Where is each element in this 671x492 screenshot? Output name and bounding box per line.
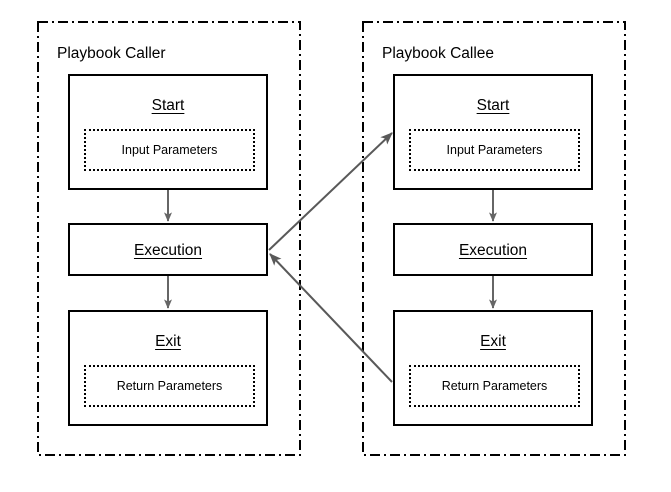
param-label-callee-input: Input Parameters (446, 142, 543, 157)
node-callee-start[interactable]: Start Input Parameters (393, 74, 593, 190)
node-caller-start[interactable]: Start Input Parameters (68, 74, 268, 190)
panel-callee-label: Playbook Callee (382, 45, 495, 62)
node-caller-exit[interactable]: Exit Return Parameters (68, 310, 268, 426)
node-callee-execution-title: Execution (458, 242, 528, 259)
param-box-callee-return: Return Parameters (409, 365, 580, 407)
node-caller-execution-title: Execution (133, 242, 203, 259)
node-callee-start-title: Start (476, 97, 510, 114)
panel-caller-label: Playbook Caller (57, 45, 166, 62)
node-caller-start-title: Start (151, 97, 185, 114)
param-label-caller-input: Input Parameters (121, 142, 218, 157)
param-label-caller-return: Return Parameters (116, 378, 223, 393)
param-box-caller-return: Return Parameters (84, 365, 255, 407)
param-label-callee-return: Return Parameters (441, 378, 548, 393)
param-box-caller-input: Input Parameters (84, 129, 255, 171)
node-callee-execution[interactable]: Execution (393, 223, 593, 276)
node-callee-exit-title: Exit (480, 333, 506, 350)
node-caller-exit-title: Exit (155, 333, 181, 350)
param-box-callee-input: Input Parameters (409, 129, 580, 171)
node-callee-exit[interactable]: Exit Return Parameters (393, 310, 593, 426)
node-caller-execution[interactable]: Execution (68, 223, 268, 276)
